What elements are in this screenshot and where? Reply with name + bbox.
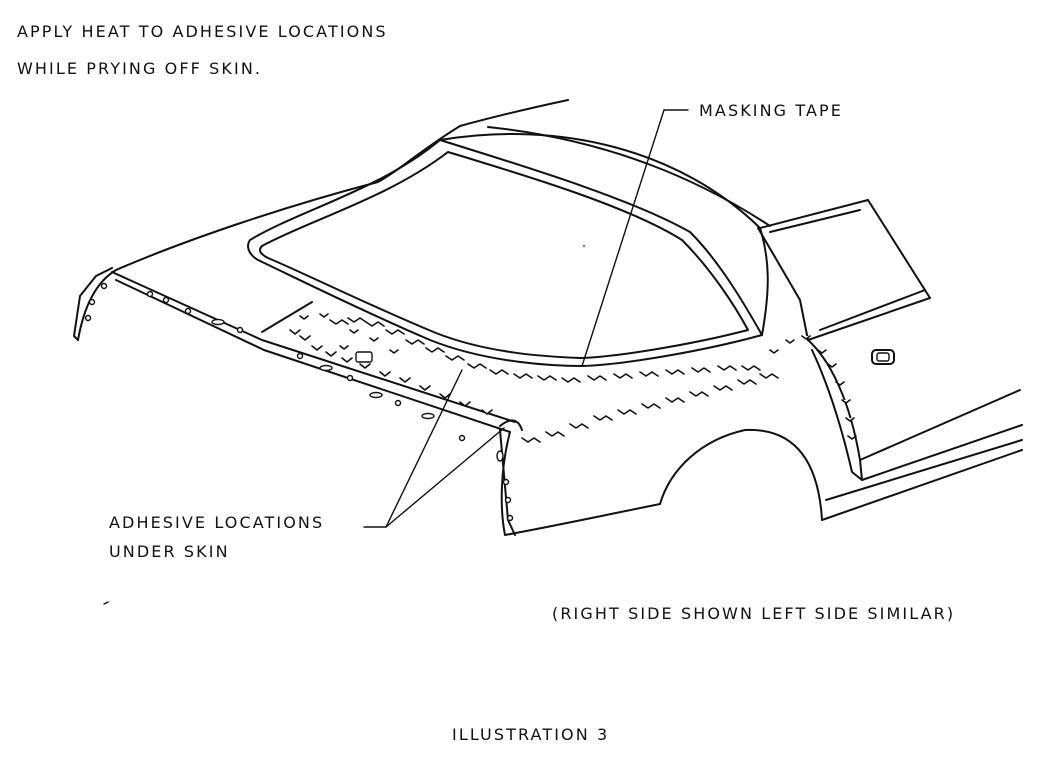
adhesive-label-line-2: UNDER SKIN — [109, 542, 230, 561]
adhesive-label-line-1: ADHESIVE LOCATIONS — [109, 513, 325, 532]
flange-holes — [84, 282, 514, 522]
illustration-caption: ILLUSTRATION 3 — [452, 725, 610, 744]
adhesive-leader-b — [385, 427, 505, 528]
deck-panel — [73, 99, 569, 433]
masking-tape-leader — [581, 109, 689, 367]
quarter-panel — [499, 339, 863, 536]
speck — [103, 601, 109, 605]
leader-lines — [363, 109, 689, 528]
roof — [439, 126, 869, 341]
instruction-line-1: APPLY HEAT TO ADHESIVE LOCATIONS — [17, 22, 388, 41]
instruction-line-2: WHILE PRYING OFF SKIN. — [17, 59, 263, 78]
adhesive-beads-lower — [499, 335, 857, 443]
speck — [583, 245, 585, 247]
adhesive-beads-upper — [289, 313, 761, 415]
door-panel — [807, 199, 1023, 521]
masking-tape-label: MASKING TAPE — [699, 101, 844, 120]
side-note: (RIGHT SIDE SHOWN LEFT SIDE SIMILAR) — [552, 604, 956, 623]
